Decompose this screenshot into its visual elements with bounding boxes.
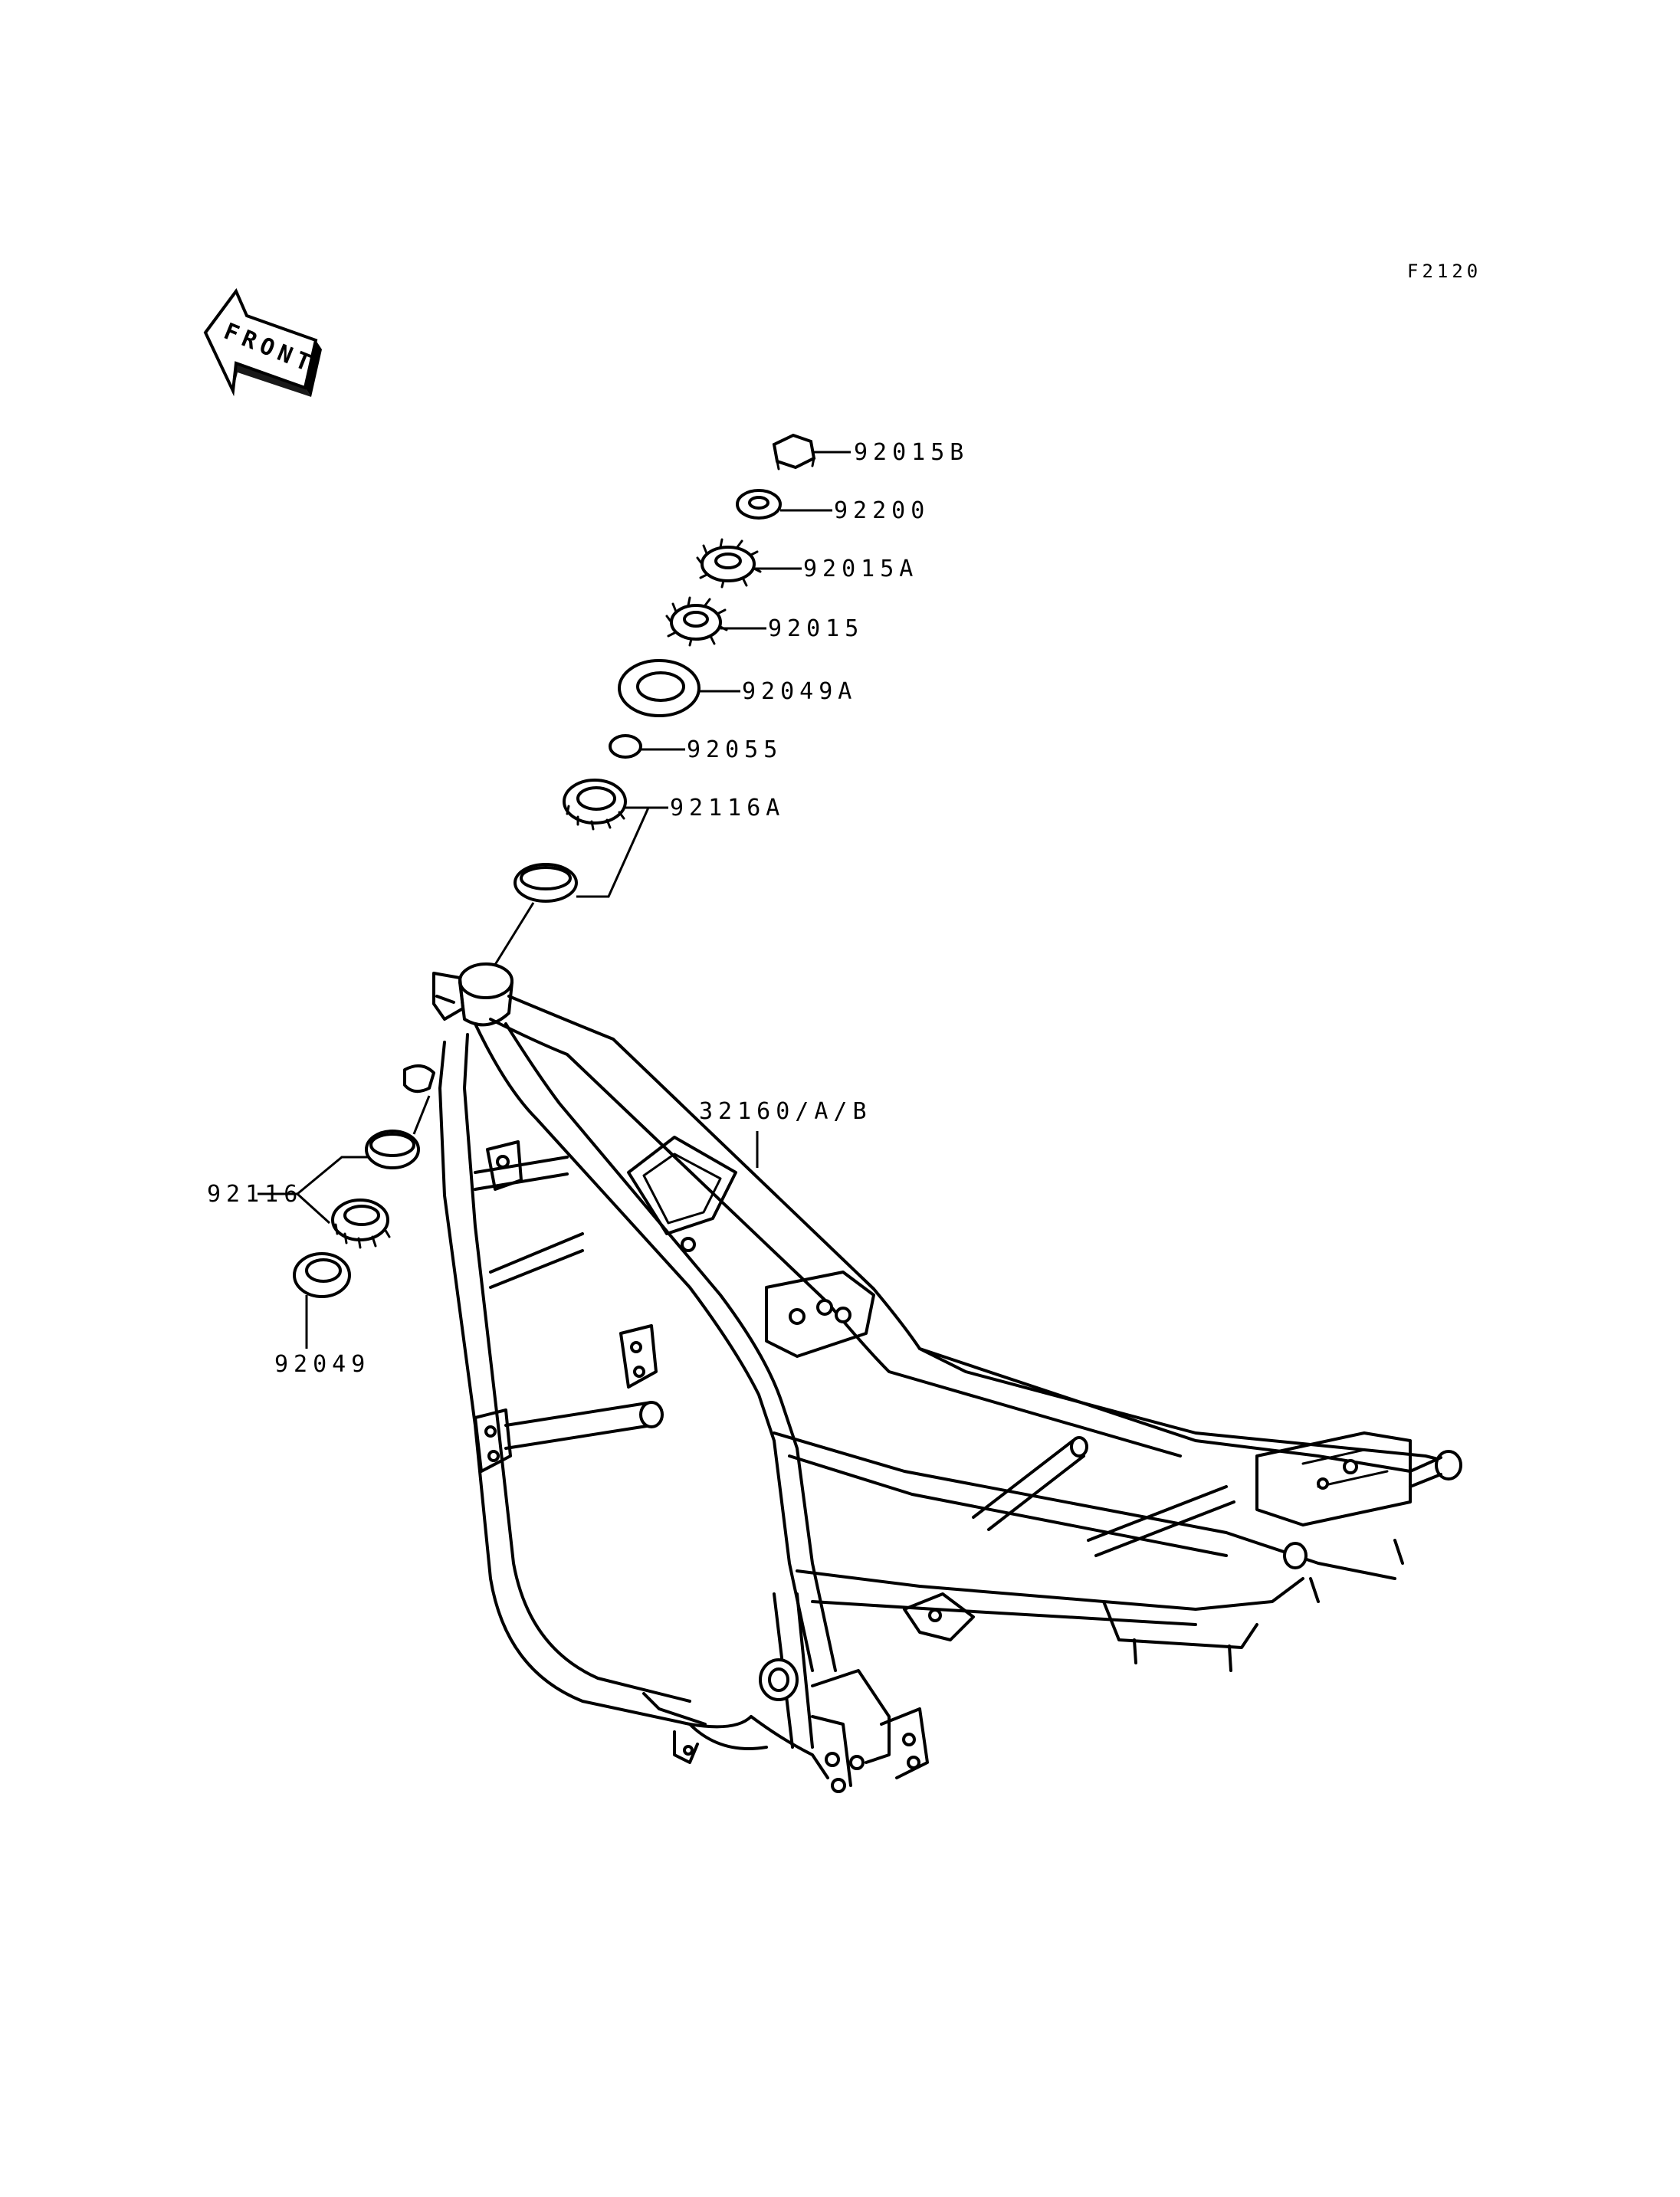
part-number-label: 92116 — [207, 1181, 303, 1208]
front-arrow-icon: FRONT — [203, 288, 322, 397]
seal-icon — [293, 1252, 351, 1298]
part-number-label: 92015 — [768, 615, 864, 642]
bearing-race-icon — [365, 1130, 420, 1169]
o-ring-icon — [609, 734, 642, 759]
part-number-label: 32160/A/B — [699, 1098, 872, 1125]
castle-nut-icon — [696, 538, 762, 589]
bearing-icon — [331, 1199, 391, 1249]
leader-line — [492, 902, 535, 968]
part-number-label: 92055 — [687, 736, 783, 763]
bearing-race-icon — [514, 863, 578, 903]
leader-line — [295, 1156, 368, 1225]
leader-line — [576, 806, 651, 898]
part-number-label: 92049 — [274, 1351, 370, 1378]
part-number-label: 92200 — [834, 497, 930, 524]
part-number-label: 92015A — [803, 556, 918, 582]
head-pipe-lower-icon — [403, 1064, 435, 1094]
bearing-icon — [563, 779, 627, 831]
part-number-label: 92049A — [742, 678, 857, 705]
part-number-label: 92015B — [854, 439, 969, 466]
castle-nut-icon — [665, 596, 728, 647]
washer-icon — [736, 489, 782, 520]
motorcycle-frame — [432, 962, 1462, 1793]
figure-id: F2120 — [1407, 261, 1481, 282]
part-number-label: 92116A — [670, 795, 785, 821]
stem-cap-nut-icon — [772, 433, 816, 471]
seal-icon — [618, 659, 701, 717]
leader-line — [412, 1095, 431, 1135]
